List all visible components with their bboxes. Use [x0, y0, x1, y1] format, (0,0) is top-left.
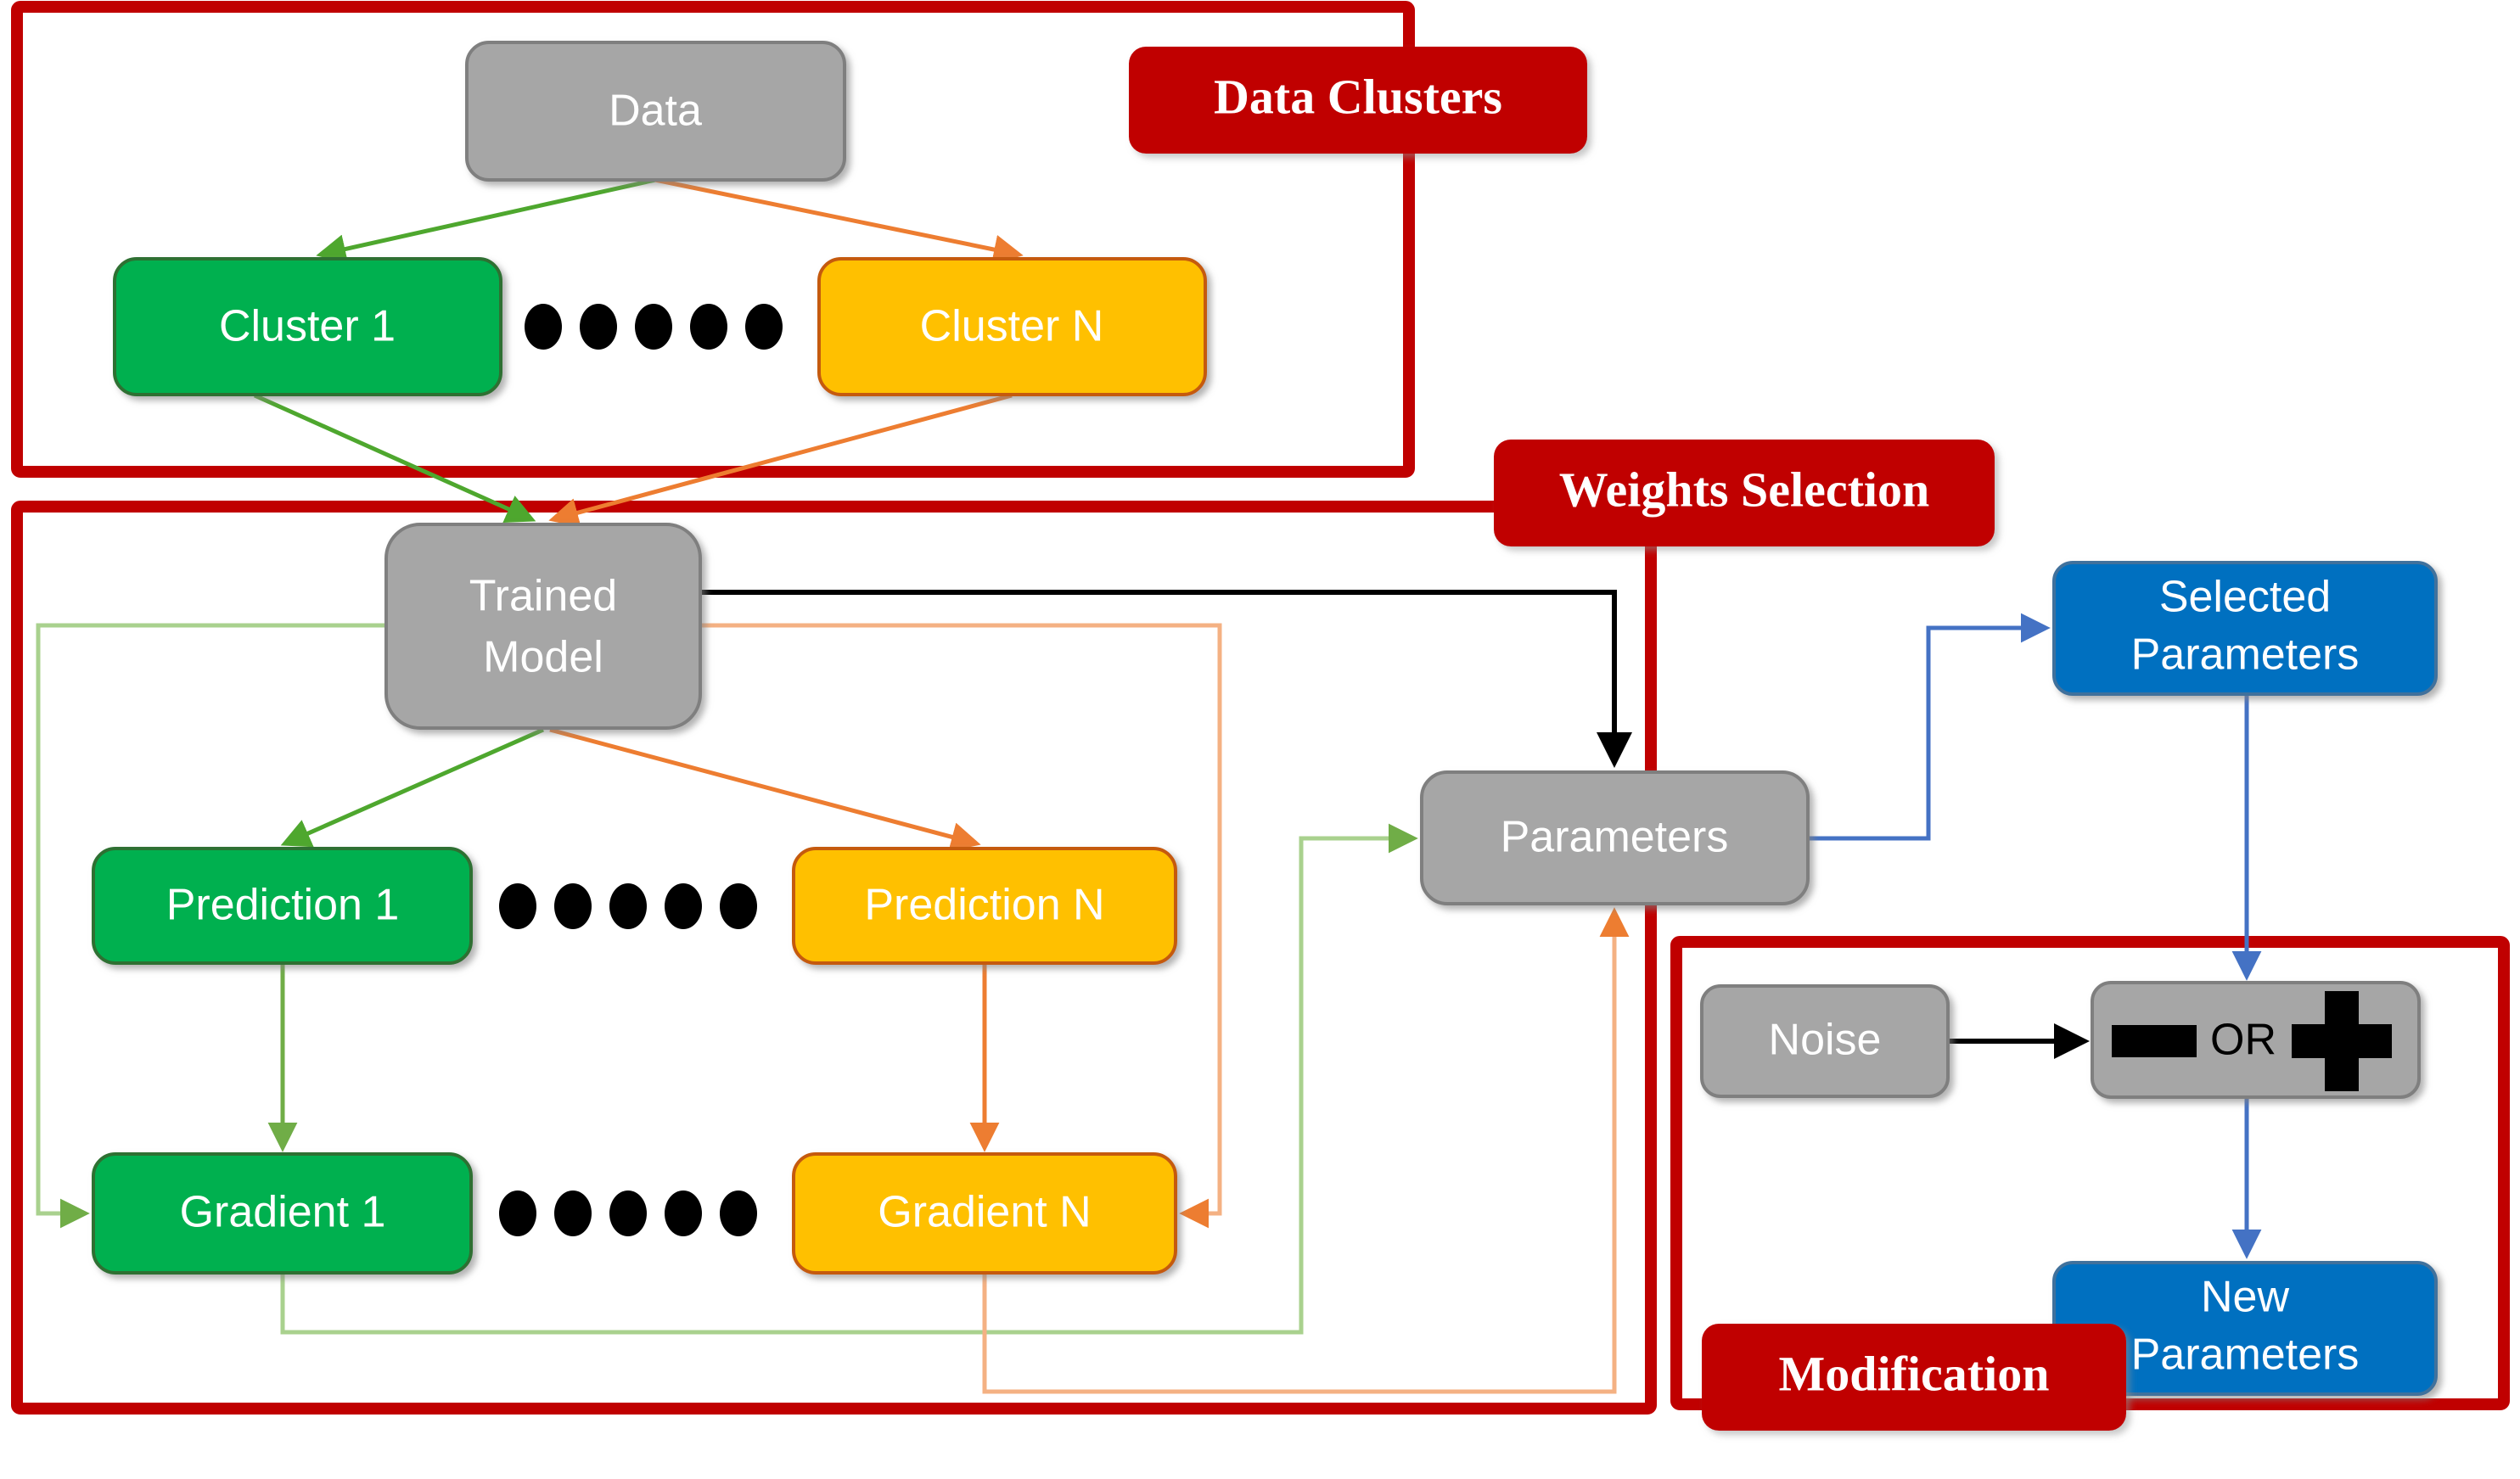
dots-gradients [499, 1190, 757, 1236]
group-tab-modification[interactable]: Modification [1702, 1324, 2126, 1431]
dot [745, 304, 783, 350]
node-prediction-n-shape[interactable] [792, 847, 1177, 965]
edge-data-to-cluster-n [654, 177, 1024, 265]
node-prediction-1[interactable]: Prediction 1 [92, 847, 473, 965]
edge-gradient-n-to-parameters [982, 907, 1630, 1394]
node-parameters[interactable]: Parameters [1420, 770, 1810, 905]
node-data[interactable]: Data [465, 41, 846, 182]
edge-trained-model-to-gradient-n [701, 623, 1222, 1229]
node-cluster-n[interactable]: Cluster N [817, 257, 1207, 396]
node-gradient-n[interactable]: Gradient N [792, 1152, 1177, 1275]
dot [690, 304, 727, 350]
group-tab-weights-selection-shape[interactable] [1494, 440, 1995, 546]
nodes-layer: Data Cluster 1 Cluster N Trained Model [92, 41, 2438, 1396]
group-tab-data-clusters[interactable]: Data Clusters [1129, 47, 1587, 154]
node-parameters-shape[interactable] [1420, 770, 1810, 905]
edge-trained-model-to-gradient-1 [36, 623, 386, 1229]
node-noise-shape[interactable] [1700, 984, 1950, 1098]
edge-trained-model-to-prediction-n [549, 727, 981, 852]
dot [720, 1190, 757, 1236]
dot [499, 1190, 536, 1236]
dot [525, 304, 562, 350]
node-or-operation[interactable]: OR [2091, 981, 2421, 1099]
connections-layer [36, 177, 2262, 1394]
dot [635, 304, 672, 350]
dots-clusters [525, 304, 783, 350]
node-trained-model[interactable]: Trained Model [384, 523, 702, 730]
edge-gradient-1-to-parameters [280, 823, 1418, 1335]
node-data-shape[interactable] [465, 41, 846, 182]
dot [499, 883, 536, 929]
node-selected-parameters-shape[interactable] [2052, 561, 2438, 696]
dot [720, 883, 757, 929]
node-cluster-1[interactable]: Cluster 1 [113, 257, 502, 396]
group-tab-weights-selection[interactable]: Weights Selection [1494, 440, 1995, 546]
dot [609, 1190, 647, 1236]
node-gradient-1[interactable]: Gradient 1 [92, 1152, 473, 1275]
edge-parameters-to-selected-parameters [1808, 613, 2051, 841]
node-gradient-1-shape[interactable] [92, 1152, 473, 1275]
group-title-tabs: Data Clusters Weights Selection Modifica… [1129, 47, 2126, 1431]
dot [554, 883, 592, 929]
dot [665, 883, 702, 929]
edge-trained-model-to-parameters [701, 590, 1632, 768]
edge-cluster-n-to-trained-model [548, 393, 1013, 528]
dot [665, 1190, 702, 1236]
dot [609, 883, 647, 929]
dots-predictions [499, 883, 757, 929]
node-noise[interactable]: Noise [1700, 984, 1950, 1098]
minus-icon [2112, 1025, 2197, 1057]
node-cluster-n-shape[interactable] [817, 257, 1207, 396]
edge-cluster-1-to-trained-model [253, 393, 536, 524]
dot [554, 1190, 592, 1236]
plus-icon [2292, 991, 2392, 1091]
group-tab-data-clusters-shape[interactable] [1129, 47, 1587, 154]
group-frame-data-clusters [11, 1, 1415, 478]
node-prediction-1-shape[interactable] [92, 847, 473, 965]
node-cluster-1-shape[interactable] [113, 257, 502, 396]
node-prediction-n[interactable]: Prediction N [792, 847, 1177, 965]
ellipsis-dots-layer [499, 304, 783, 1236]
node-trained-model-shape[interactable] [384, 523, 702, 730]
group-tab-modification-shape[interactable] [1702, 1324, 2126, 1431]
group-frame-weights-selection [11, 501, 1657, 1415]
dot [580, 304, 617, 350]
node-selected-parameters[interactable]: Selected Parameters [2052, 561, 2438, 696]
edge-data-to-cluster-1 [316, 177, 656, 264]
edge-trained-model-to-prediction-1 [280, 727, 545, 848]
node-gradient-n-shape[interactable] [792, 1152, 1177, 1275]
